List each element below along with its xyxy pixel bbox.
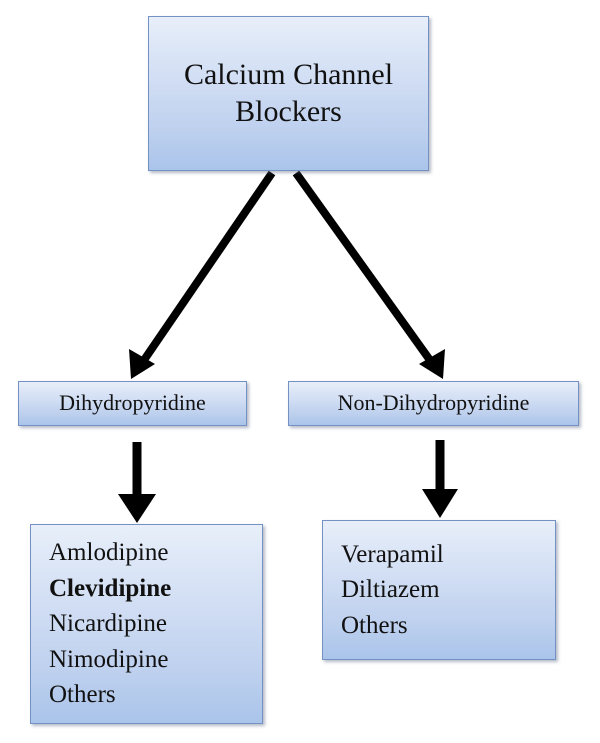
drug-list-item: Diltiazem	[341, 576, 440, 604]
connector-dihydropyridine-to-drugs	[118, 442, 156, 523]
drug-list-item: Nicardipine	[49, 610, 168, 638]
drug-list-item: Others	[49, 681, 116, 709]
drug-list-item: Nimodipine	[49, 645, 169, 673]
node-dihydropyridine-drug-list: Amlodipine Clevidipine Nicardipine Nimod…	[30, 524, 263, 724]
node-non-dihydropyridine: Non-Dihydropyridine	[288, 381, 579, 426]
connector-non-dihydropyridine-to-drugs	[422, 440, 458, 518]
drug-list-item: Amlodipine	[49, 539, 169, 567]
node-non-dihydropyridine-label: Non-Dihydropyridine	[337, 390, 530, 416]
drug-list-item: Verapamil	[341, 540, 444, 568]
node-non-dihydropyridine-drug-list: Verapamil Diltiazem Others	[322, 520, 556, 660]
drug-list-item: Others	[341, 611, 408, 639]
node-dihydropyridine: Dihydropyridine	[18, 381, 247, 426]
node-calcium-channel-blockers-label: Calcium Channel Blockers	[183, 57, 394, 128]
drug-list-item: Clevidipine	[49, 574, 172, 602]
connector-root-to-non-dihydropyridine	[292, 170, 445, 379]
connector-root-to-dihydropyridine	[129, 170, 276, 379]
node-calcium-channel-blockers: Calcium Channel Blockers	[148, 16, 429, 171]
node-dihydropyridine-label: Dihydropyridine	[59, 390, 206, 416]
